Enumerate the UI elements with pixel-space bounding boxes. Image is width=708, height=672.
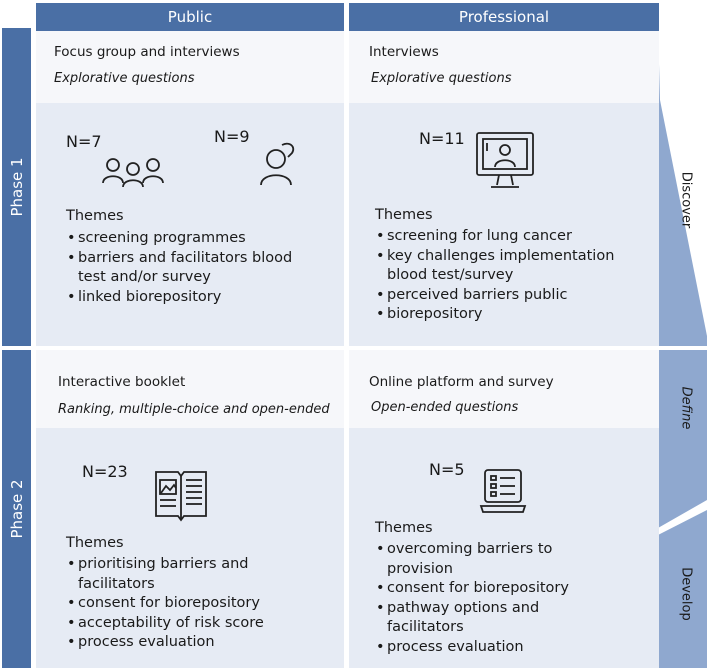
computer-video-icon (476, 132, 534, 188)
develop-arrow (658, 510, 707, 668)
phase1-public-themes-title: Themes (66, 208, 124, 224)
professional-header-label: Professional (458, 8, 550, 26)
design-stage-arrows (658, 28, 707, 668)
professional-header: Professional (349, 3, 659, 31)
phase2-professional-themes: overcoming barriers to provision consent… (375, 540, 590, 657)
phase2-professional-method-cell: Online platform and survey Open-ended qu… (349, 350, 659, 428)
phase1-public-method-cell: Focus group and interviews Explorative q… (36, 31, 344, 103)
phase-1-label: Phase 1 (7, 157, 26, 217)
phase1-professional-themes: screening for lung cancer key challenges… (375, 227, 645, 325)
theme-item: consent for biorepository (66, 594, 281, 614)
phase2-public-question-type: Ranking, multiple-choice and open-ended (58, 402, 330, 417)
phase1-public-detail-cell: N=7 N=9 Themes screening programmes barr… (36, 103, 344, 346)
phase2-public-n: N=23 (82, 462, 128, 481)
phase1-public-question-type: Explorative questions (54, 71, 195, 86)
stage-develop: Develop (678, 567, 694, 621)
phase1-professional-themes-title: Themes (375, 207, 433, 223)
phase2-public-method: Interactive booklet (58, 374, 186, 390)
phase1-public-method: Focus group and interviews (54, 44, 240, 60)
theme-item: key challenges implementation blood test… (375, 247, 645, 286)
define-arrow (658, 350, 707, 528)
theme-item: barriers and facilitators blood test and… (66, 249, 301, 288)
discover-arrow (658, 28, 707, 346)
theme-item: acceptability of risk score (66, 614, 281, 634)
phase1-professional-n: N=11 (419, 129, 465, 148)
theme-item: prioritising barriers and facilitators (66, 555, 281, 594)
phase1-professional-method: Interviews (369, 44, 439, 60)
theme-item: process evaluation (375, 638, 590, 658)
public-header-label: Public (167, 8, 213, 26)
stage-discover: Discover (678, 171, 694, 229)
person-icon (260, 142, 295, 186)
phase2-professional-detail-cell: N=5 Themes overcoming barriers to provis… (349, 428, 659, 668)
phase-2-bar: Phase 2 (2, 350, 31, 668)
group-icon (102, 158, 164, 188)
theme-item: process evaluation (66, 633, 281, 653)
phase2-professional-n: N=5 (429, 460, 465, 479)
stage-define: Define (678, 386, 694, 430)
laptop-survey-icon (479, 469, 527, 513)
theme-item: perceived barriers public (375, 286, 645, 306)
phase2-public-themes-title: Themes (66, 535, 124, 551)
theme-item: overcoming barriers to provision (375, 540, 590, 579)
phase1-professional-detail-cell: N=11 Themes screening for lung cancer ke… (349, 103, 659, 346)
theme-item: screening for lung cancer (375, 227, 645, 247)
phase2-professional-question-type: Open-ended questions (371, 400, 519, 415)
theme-item: pathway options and facilitators (375, 599, 590, 638)
phase2-public-method-cell: Interactive booklet Ranking, multiple-ch… (36, 350, 344, 428)
phase2-public-themes: prioritising barriers and facilitators c… (66, 555, 281, 653)
phase-2-label: Phase 2 (7, 479, 26, 539)
theme-item: consent for biorepository (375, 579, 590, 599)
phase1-public-themes: screening programmes barriers and facili… (66, 229, 301, 307)
theme-item: screening programmes (66, 229, 301, 249)
phase1-professional-question-type: Explorative questions (371, 71, 512, 86)
theme-item: linked biorepository (66, 288, 301, 308)
phase1-professional-method-cell: Interviews Explorative questions (349, 31, 659, 103)
phase1-public-n-group: N=7 (66, 132, 102, 151)
phase2-public-detail-cell: N=23 Themes prioritising barriers and fa… (36, 428, 344, 668)
phase2-professional-method: Online platform and survey (369, 374, 554, 390)
public-header: Public (36, 3, 344, 31)
booklet-icon (155, 471, 207, 522)
phase2-professional-themes-title: Themes (375, 520, 433, 536)
phase-1-bar: Phase 1 (2, 28, 31, 346)
phase1-public-n-individual: N=9 (214, 127, 250, 146)
theme-item: biorepository (375, 305, 645, 325)
